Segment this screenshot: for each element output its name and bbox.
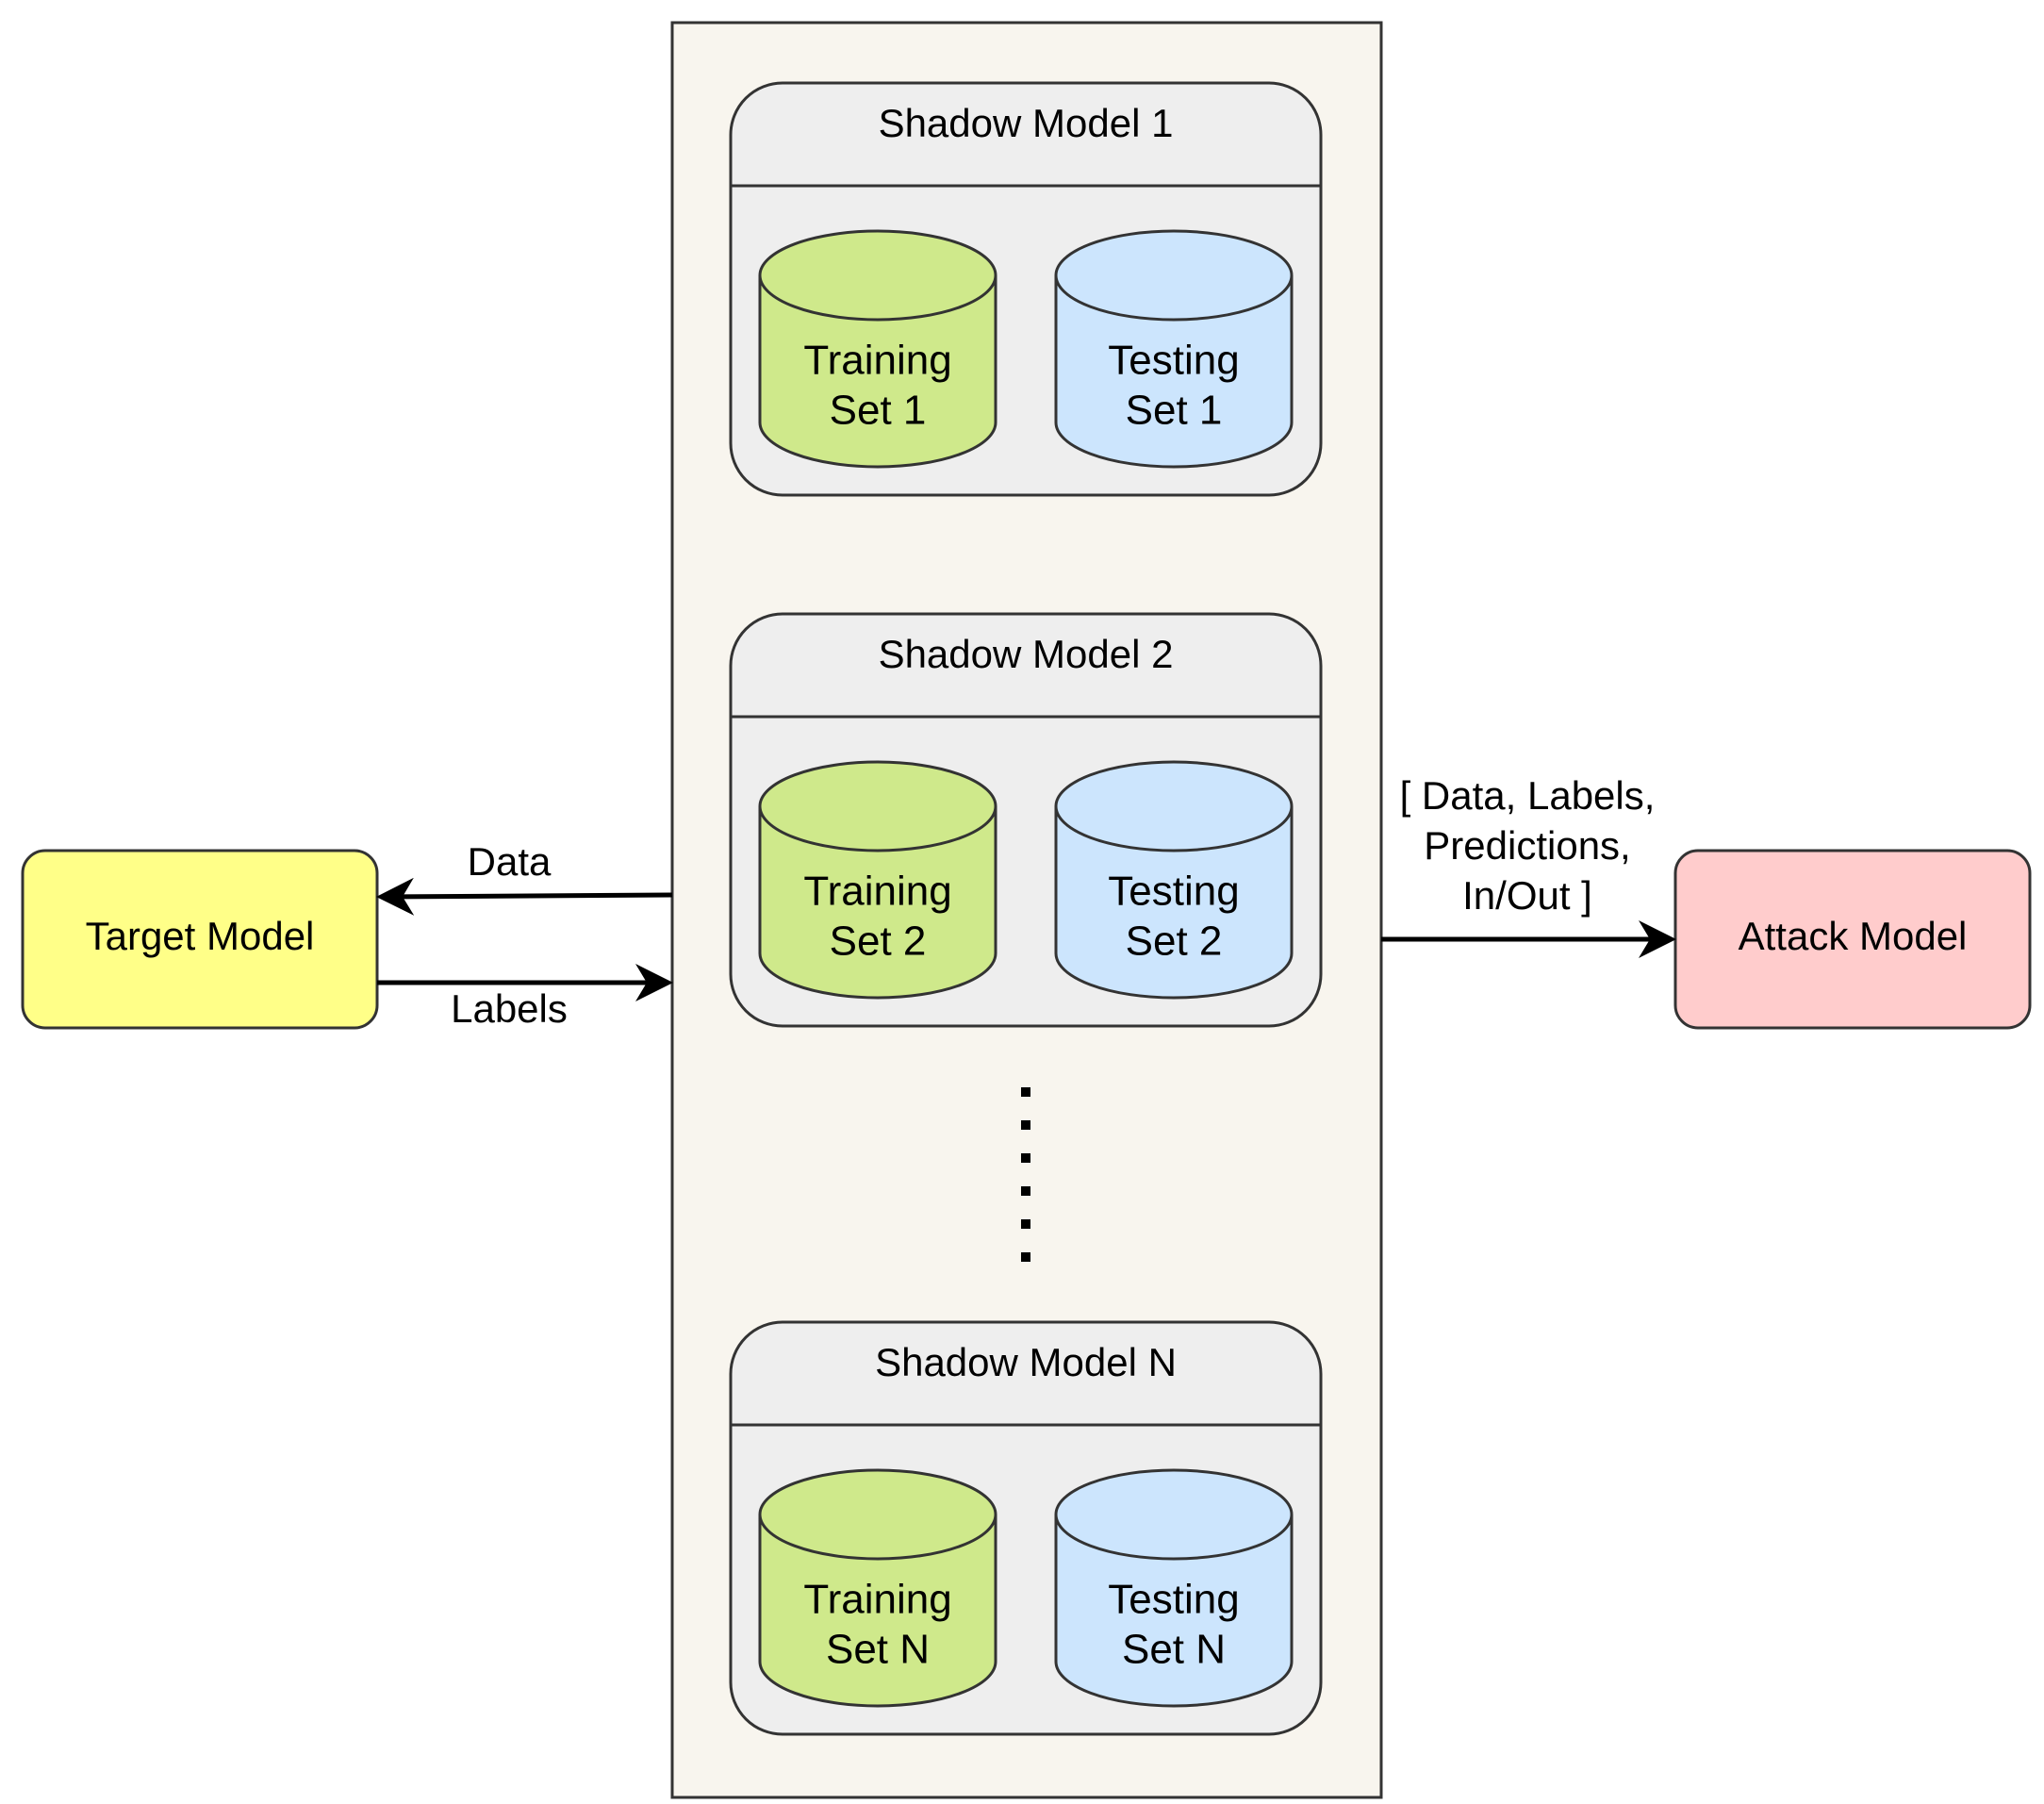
training-set-label-line2: Set 1 xyxy=(830,388,927,434)
testing-set-cylinder[interactable]: Testing Set 2 xyxy=(1054,760,1294,1000)
attack-model-label: Attack Model xyxy=(1739,914,1968,958)
ellipsis-dots xyxy=(1021,1087,1030,1262)
data-arrow xyxy=(376,877,673,916)
training-set-label-line2: Set N xyxy=(826,1627,930,1673)
training-set-cylinder[interactable]: Training Set 1 xyxy=(758,229,997,469)
labels-edge-label: Labels xyxy=(451,986,568,1031)
data-edge-label: Data xyxy=(468,839,552,884)
testing-set-cylinder[interactable]: Testing Set N xyxy=(1054,1468,1294,1708)
testing-set-label-line1: Testing xyxy=(1108,1577,1239,1623)
training-set-label-line2: Set 2 xyxy=(830,919,927,965)
attack-input-label-line2: Predictions, xyxy=(1424,823,1630,868)
shadow-model-title: Shadow Model 2 xyxy=(879,632,1174,676)
shadow-model-n[interactable]: Shadow Model N Training Set N Testing Se… xyxy=(729,1320,1323,1736)
shadow-model-1[interactable]: Shadow Model 1 Training Set 1 Testing Se… xyxy=(729,81,1323,497)
testing-set-label-line2: Set N xyxy=(1122,1627,1226,1673)
target-model-label: Target Model xyxy=(86,914,315,958)
training-set-label-line1: Training xyxy=(803,338,951,384)
training-set-label-line1: Training xyxy=(803,869,951,915)
shadow-model-title: Shadow Model 1 xyxy=(879,101,1174,145)
testing-set-label-line1: Testing xyxy=(1108,869,1239,915)
testing-set-label-line1: Testing xyxy=(1108,338,1239,384)
shadow-model-title: Shadow Model N xyxy=(875,1340,1177,1384)
training-set-label-line1: Training xyxy=(803,1577,951,1623)
training-set-cylinder[interactable]: Training Set N xyxy=(758,1468,997,1708)
testing-set-label-line2: Set 2 xyxy=(1126,919,1223,965)
shadow-model-2[interactable]: Shadow Model 2 Training Set 2 Testing Se… xyxy=(729,612,1323,1028)
attack-input-label-line3: In/Out ] xyxy=(1462,873,1592,918)
attack-model-node[interactable]: Attack Model xyxy=(1673,849,2032,1030)
training-set-cylinder[interactable]: Training Set 2 xyxy=(758,760,997,1000)
attack-input-label-line1: [ Data, Labels, xyxy=(1400,773,1656,818)
target-model-node[interactable]: Target Model xyxy=(21,849,379,1030)
testing-set-label-line2: Set 1 xyxy=(1126,388,1223,434)
testing-set-cylinder[interactable]: Testing Set 1 xyxy=(1054,229,1294,469)
